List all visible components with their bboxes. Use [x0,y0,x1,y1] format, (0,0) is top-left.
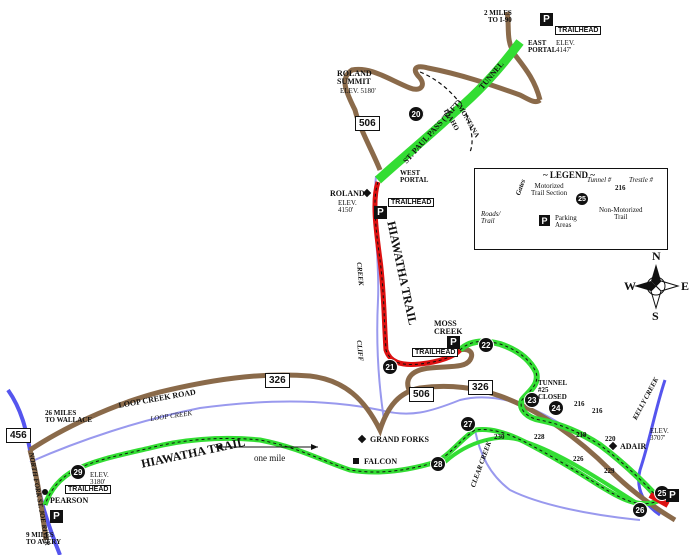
parking-roland: P [374,206,387,219]
route-456: 456 [6,428,31,443]
route-506-lower: 506 [409,387,434,402]
trail-tunnel-20 [374,39,524,184]
legend-gates: Gates [514,178,528,197]
legend-parking: Parking Areas [555,214,577,229]
legend-tunnel-num: 25 [575,192,589,206]
trestle-216a: 216 [574,400,585,408]
to-wallace-label: 26 MILES TO WALLACE [45,409,93,424]
legend-box: ~ LEGEND ~ Gates Motorized Trail Section… [474,168,668,250]
trestle-219: 219 [576,431,587,439]
trailhead-roland: TRAILHEAD [388,198,435,207]
pearson-label: PEARSON [50,496,89,505]
roland-elev: ELEV. 4150' [338,199,357,214]
roland-marker [362,188,372,198]
adair-label: ADAIR [620,442,647,451]
moss-creek-label: MOSS CREEK [434,319,463,336]
trestle-229: 229 [604,467,615,475]
parking-moss-creek: P [447,336,460,349]
falcon-marker [353,458,359,464]
trail-moss-to-loop [457,338,663,503]
state-line [419,71,473,153]
roland-summit-label: ROLAND SUMMIT [337,69,372,86]
parking-adair: P [666,489,679,502]
legend-parking-symbol: P [539,215,550,226]
tunnel-24-number: 24 [548,400,564,416]
to-avery-label: 9 MILES TO AVERY [26,531,62,546]
pearson-elev: ELEV. 3180' [90,471,109,486]
one-mile-label: one mile [254,453,286,463]
trailhead-east: TRAILHEAD [555,26,602,35]
compass-rose [634,264,680,310]
east-portal-elev: ELEV. 4147' [556,39,575,54]
route-20-number: 20 [408,106,424,122]
trail-dash-b [44,429,661,506]
adair-elev: ELEV. 3707' [650,427,669,442]
route-326-west: 326 [265,373,290,388]
trestle-220: 220 [605,435,616,443]
tunnel-29-number: 29 [70,464,86,480]
trail-lower-loop [42,427,662,507]
motorized-dash [374,181,461,365]
tunnel-26-number: 26 [632,502,648,518]
trestle-226: 226 [573,455,584,463]
adair-marker [608,441,618,451]
loop-creek [29,396,571,463]
parking-pearson: P [50,510,63,523]
west-portal-label: WEST PORTAL [400,169,429,184]
tunnel-28-number: 28 [430,456,446,472]
loop-creek-road [28,372,677,523]
trestle-228: 228 [534,433,545,441]
road-roland-summit [342,64,542,171]
pearson-marker [42,489,48,495]
legend-trestle-num: 216 [615,184,626,192]
trestle-216b: 216 [592,407,603,415]
roland-summit-elev: ELEV. 5180' [340,87,376,95]
tunnel-27-number: 27 [460,416,476,432]
legend-motorized: Motorized Trail Section [531,182,568,197]
tunnel-22-number: 22 [478,337,494,353]
trailhead-moss: TRAILHEAD [412,348,459,357]
legend-title: ~ LEGEND ~ [543,170,595,180]
legend-tunnel-hash: Tunnel # [587,176,612,184]
compass-n: N [652,249,661,263]
trail-dash-a [459,341,661,501]
parking-east-portal: P [540,13,553,26]
cliff-creek-label-a: CREEK [355,261,366,286]
tunnel-21-number: 21 [382,359,398,375]
trestle-230: 230 [494,433,505,441]
scale-arrow-left [215,444,222,450]
falcon-label: FALCON [364,457,398,466]
road-to-avery [27,449,49,541]
east-portal-label: EAST PORTAL [528,39,557,54]
route-506-upper: 506 [355,116,380,131]
clear-creek [474,429,641,521]
legend-non-motorized: Non-Motorized Trail [599,206,643,221]
compass-w: W [624,279,636,293]
cliff-creek-label-b: CLIFF [355,339,365,362]
route-326-east: 326 [468,380,493,395]
compass-e: E [681,279,690,293]
legend-trestle-hash: Trestle # [629,176,654,184]
tunnel-23-number: 23 [524,392,540,408]
to-i90-label: 2 MILES TO I-90 [484,9,512,24]
trailhead-pearson: TRAILHEAD [65,485,112,494]
roland-label: ROLAND [330,189,365,198]
tunnel-25-closed-label: TUNNEL #25 CLOSED [538,379,568,401]
scale-arrow-right [311,444,318,450]
compass-s: S [652,309,659,323]
road-506-to-moss [405,347,475,394]
grand-forks-marker [357,434,367,444]
legend-roads-trail: Roads/ Trail [481,210,501,225]
grand-forks-label: GRAND FORKS [370,435,429,444]
